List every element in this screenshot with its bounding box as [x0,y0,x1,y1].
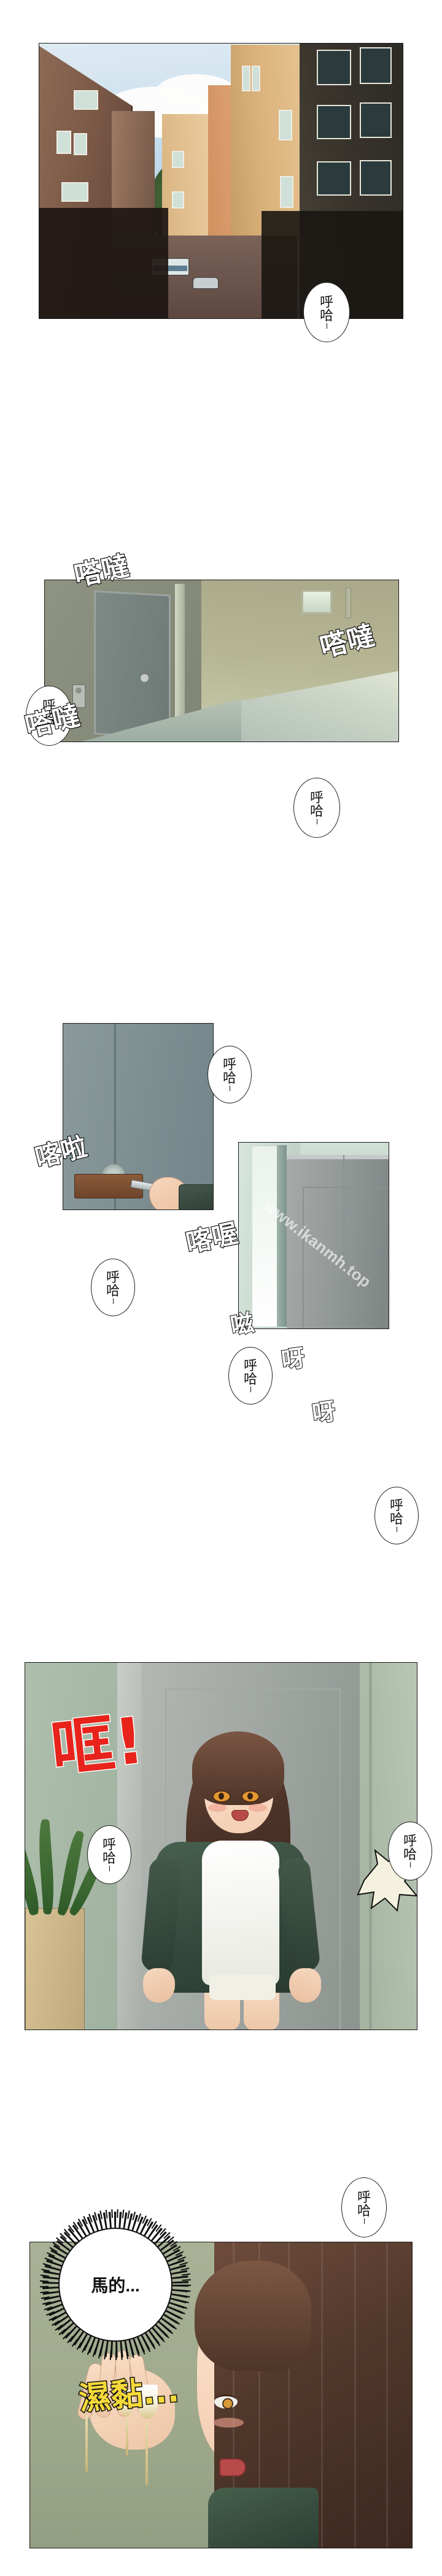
blush-left [208,1804,227,1812]
sfx-lock-click: 喀喔 [182,1217,241,1259]
speech-bubble-breath: 呼 哈 [293,778,340,838]
blush [213,2418,244,2428]
speech-bubble-breath: 呼 哈 [303,282,350,342]
speech-bubble-breath: 呼 哈 [388,1822,432,1880]
bubble-line-1: 呼 [243,1357,257,1373]
speech-bubble-breath: 呼 哈 [91,1259,135,1316]
bubble-line-1: 呼 [403,1833,417,1849]
hair-bangs [192,1731,284,1805]
eye [214,2394,238,2409]
bubble-line-1: 呼 [102,1836,116,1852]
eye-left [212,1790,231,1803]
panel-door-key [63,1023,214,1210]
bubble-line-1: 呼 [309,789,324,805]
bubble-line-1: 呼 [42,697,56,713]
speech-bubble-breath: 呼 哈 [228,1347,273,1405]
jacket-sleeve [179,1184,213,1209]
door-inset-panel [303,1187,389,1328]
hair-bangs [195,2261,311,2371]
shadow-left [39,208,168,318]
door-edge [277,1145,287,1327]
bubble-tail [109,1866,110,1872]
sticky-fluid [120,2390,133,2417]
eye-right [241,1790,260,1803]
speech-bubble-breath: 呼 哈 [26,686,72,746]
speech-bubble-breath: 呼 哈 [207,1046,252,1103]
plant-pot [25,1908,85,2030]
thought-burst-bubble: 馬的... [36,2205,195,2364]
bubble-tail [112,1298,114,1305]
bubble-line-2: 哈 [357,2203,371,2218]
bubble-line-1: 呼 [319,294,333,310]
corridor-pipe [346,588,351,618]
bubble-line-1: 呼 [389,1497,403,1513]
bubble-tail [363,2218,365,2225]
door-knob [140,673,149,683]
bubble-line-2: 哈 [243,1371,257,1387]
panel-corridor-scene [44,580,399,742]
bubble-line-2: 哈 [389,1511,403,1527]
sfx-door-creak-2: 呀 [279,1343,308,1374]
corridor-window [301,590,332,614]
hand-right [289,1968,321,2003]
mouth [231,1810,249,1821]
bubble-tail [48,727,50,733]
sfx-door-creak-3: 呀 [310,1397,339,1428]
burst-text: 馬的... [91,2276,140,2295]
bubble-line-2: 哈 [319,308,333,323]
impact-burst [357,1849,417,1912]
bubble-line-1: 呼 [357,2189,371,2205]
panel-door-opening: www.ikanmh.top [238,1142,389,1329]
door-gap [252,1146,278,1327]
door-line [343,1155,344,1328]
bubble-line-2: 哈 [403,1847,417,1862]
drip [85,2415,88,2472]
sfx-sticky: 濕黏... [77,2371,182,2418]
bubble-line-2: 哈 [309,803,324,819]
hand-left [143,1968,175,2003]
bubble-line-2: 哈 [222,1070,236,1086]
bubble-tail [250,1387,251,1393]
panel-woman-doorway [25,1662,417,2030]
panel-street-scene [39,43,403,319]
drip [145,2421,148,2485]
wall-seam [369,1663,372,2030]
door-frame [175,584,185,738]
bubble-line-2: 哈 [42,711,56,727]
apartment-door [94,590,171,739]
speech-bubble-breath: 呼 哈 [87,1825,131,1884]
blush-right [249,1804,267,1812]
speech-bubble-breath: 呼 哈 [374,1487,419,1544]
bubble-line-1: 呼 [106,1269,120,1285]
speech-bubble-breath: 呼 哈 [341,2177,387,2237]
white-top [202,1841,279,1985]
sticky-fluid [137,2385,158,2419]
shorts [209,1974,276,2000]
drip [126,2419,128,2456]
door-keypad [72,684,85,708]
bubble-line-2: 哈 [106,1283,120,1298]
bubble-line-2: 哈 [102,1850,116,1866]
door-seam [114,1024,116,1209]
bubble-tail [409,1862,411,1868]
sfx-slam-shout: 哐! [47,1702,149,1788]
mouth [219,2458,246,2477]
jacket-collar [208,2488,319,2548]
bubble-line-1: 呼 [222,1056,236,1072]
parked-car [193,277,219,289]
